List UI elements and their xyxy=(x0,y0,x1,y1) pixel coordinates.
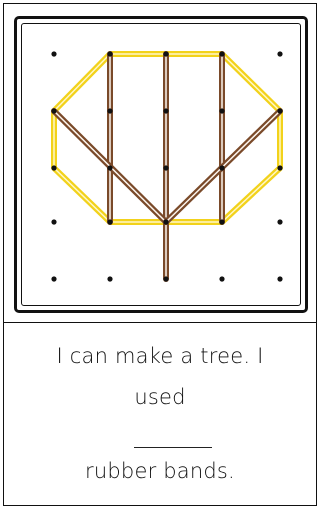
caption-line-3: rubber bands. xyxy=(4,459,316,483)
caption-line-2: used xyxy=(4,385,316,409)
geoboard-illustration xyxy=(4,4,318,322)
caption-line-1: I can make a tree. I xyxy=(4,344,316,368)
worksheet-card: I can make a tree. I used rubber bands. xyxy=(3,3,317,506)
card-divider xyxy=(4,322,316,323)
answer-blank xyxy=(134,447,212,448)
